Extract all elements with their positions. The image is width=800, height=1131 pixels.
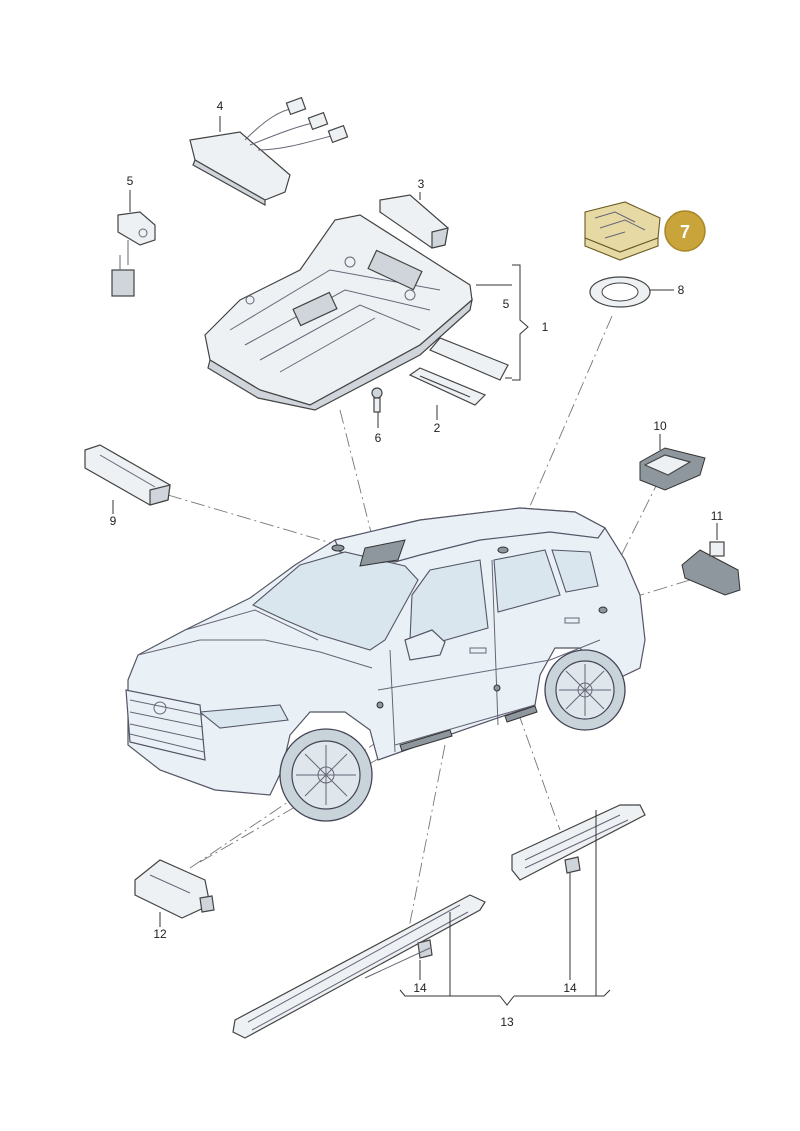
callout-6: 6	[375, 431, 382, 445]
callout-4: 4	[217, 99, 224, 113]
part-7-badge[interactable]: 7	[664, 210, 706, 252]
part-11-lamp[interactable]	[681, 541, 741, 596]
part-13-sill-trim-rear[interactable]	[511, 804, 646, 881]
part-7-highlighted-module[interactable]	[584, 201, 661, 261]
callout-10: 10	[653, 419, 667, 433]
badge-7-label: 7	[680, 222, 690, 242]
callout-9: 9	[110, 514, 117, 528]
callout-14-front: 14	[413, 981, 427, 995]
callout-2: 2	[434, 421, 441, 435]
part-13-sill-trim-front[interactable]	[232, 894, 486, 1039]
callout-1: 1	[542, 320, 549, 334]
callout-11: 11	[711, 509, 724, 523]
callout-3: 3	[418, 177, 425, 191]
part-6-screw[interactable]	[371, 387, 383, 413]
callout-5-sensor: 5	[127, 174, 134, 188]
callout-14-rear: 14	[563, 981, 577, 995]
part-10-module[interactable]	[639, 447, 706, 491]
part-12-control-unit[interactable]	[134, 859, 215, 919]
part-5-sensor[interactable]	[111, 211, 156, 297]
part-1-overhead-console[interactable]	[204, 214, 473, 411]
part-14-clip-rear[interactable]	[564, 856, 581, 874]
vehicle-illustration	[125, 507, 646, 822]
part-2-lens[interactable]	[408, 337, 509, 406]
callout-13: 13	[500, 1015, 514, 1029]
part-4-control-module[interactable]	[189, 96, 349, 207]
part-3-switch[interactable]	[379, 194, 449, 249]
callout-8: 8	[678, 283, 685, 297]
part-9-light-unit[interactable]	[84, 444, 171, 506]
callout-leaders	[112, 116, 718, 1006]
part-14-clip-front[interactable]	[364, 939, 433, 979]
callout-12: 12	[153, 927, 167, 941]
callout-labels: 4 5 3 5 1 6 2 8 9 10 11 12 14 14 13	[110, 99, 724, 1029]
callout-5-bracket: 5	[503, 297, 510, 311]
part-8-ring[interactable]	[589, 276, 651, 308]
